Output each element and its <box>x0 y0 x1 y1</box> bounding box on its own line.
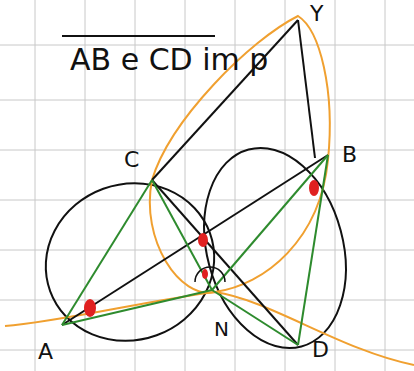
angle-arc <box>195 267 225 282</box>
point-label: Y <box>308 2 325 26</box>
title-underline <box>62 35 215 37</box>
title-text: AB e CD im p <box>68 44 270 76</box>
orange-curves <box>5 16 414 365</box>
point-label: A <box>36 340 55 364</box>
angle-marks <box>84 180 319 317</box>
point-label: C <box>122 148 141 172</box>
point-label: B <box>340 143 359 167</box>
point-label: N <box>212 318 231 340</box>
black-lines <box>62 20 328 345</box>
green-lines <box>62 155 328 345</box>
point-label: D <box>310 338 331 362</box>
